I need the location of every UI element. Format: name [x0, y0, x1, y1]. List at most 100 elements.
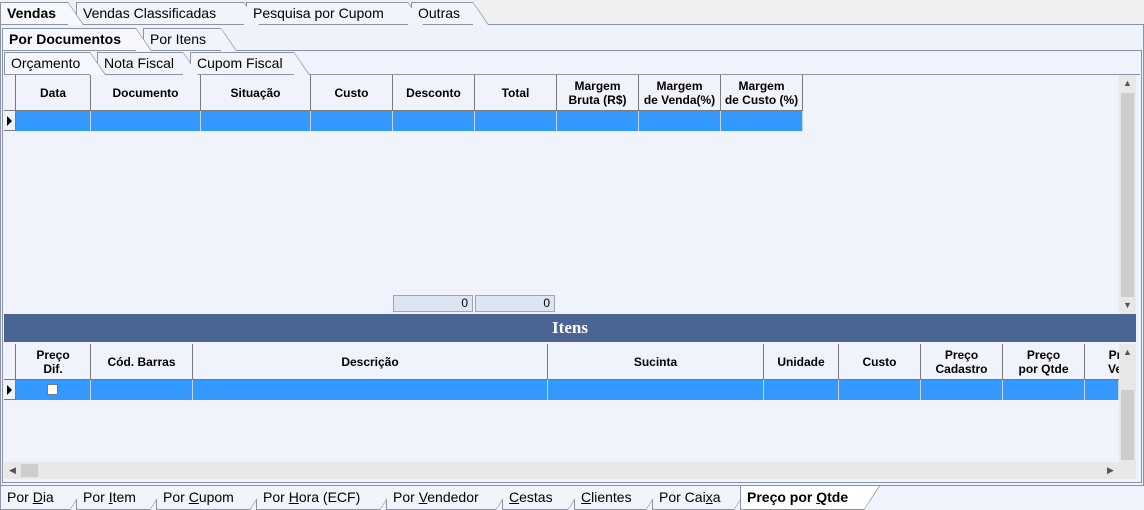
documents-grid: Data Documento Situação Custo Desconto T… — [4, 74, 1140, 315]
cell[interactable] — [201, 111, 311, 131]
tab-vendas-classificadas[interactable]: Vendas Classificadas — [76, 2, 260, 25]
tab-por-dia[interactable]: Por Dia — [0, 486, 86, 510]
header-text: Unidade — [777, 354, 825, 369]
header-text: Descrição — [341, 354, 399, 369]
tab-label: Por Documentos — [9, 31, 122, 47]
scroll-up-icon[interactable]: ▲ — [1123, 78, 1132, 88]
vertical-scrollbar[interactable]: ▲ ▼ — [1119, 75, 1136, 315]
cell[interactable] — [921, 380, 1003, 400]
tab-por-vendedor[interactable]: Por Vendedor — [386, 486, 512, 510]
header-text: Documento — [112, 85, 179, 100]
scroll-left-icon[interactable]: ◀ — [9, 465, 16, 475]
tab-por-cupom[interactable]: Por Cupom — [156, 486, 266, 510]
tab-outras[interactable]: Outras — [411, 2, 489, 25]
cell[interactable] — [557, 111, 639, 131]
scrollbar-thumb[interactable] — [21, 464, 38, 477]
scroll-up-icon[interactable]: ▲ — [1123, 347, 1132, 357]
header-text: Preço — [1026, 347, 1061, 362]
tab-clientes[interactable]: Clientes — [574, 486, 662, 510]
cell[interactable] — [16, 111, 91, 131]
tab-orcamento[interactable]: Orçamento — [4, 52, 106, 75]
header-text: Preço — [944, 347, 979, 362]
tab-label: lientes — [591, 489, 632, 505]
tab-label-accel: C — [188, 489, 199, 505]
tab-label: upom — [198, 489, 234, 505]
col-unidade[interactable]: Unidade — [764, 344, 839, 380]
tab-preco-por-qtde[interactable]: Preço por Qtde — [740, 486, 880, 510]
tab-por-hora-ecf[interactable]: Por Hora (ECF) — [256, 486, 396, 510]
tab-por-itens[interactable]: Por Itens — [143, 28, 237, 51]
total-desconto: 0 — [393, 295, 473, 312]
header-text: Sucinta — [633, 354, 678, 369]
cell[interactable] — [91, 111, 201, 131]
col-sucinta[interactable]: Sucinta — [548, 344, 764, 380]
cell[interactable] — [548, 380, 764, 400]
current-row-icon — [7, 385, 12, 395]
tab-label: ia — [42, 489, 54, 505]
header-text: Margem — [574, 78, 621, 93]
col-documento[interactable]: Documento — [91, 75, 201, 111]
tab-label: a — [712, 489, 721, 505]
col-descricao[interactable]: Descrição — [193, 344, 548, 380]
tab-pesquisa-por-cupom[interactable]: Pesquisa por Cupom — [246, 2, 424, 25]
col-desconto[interactable]: Desconto — [393, 75, 475, 111]
preco-dif-checkbox[interactable] — [47, 384, 58, 395]
tab-label: ora (ECF) — [298, 489, 361, 505]
header-text: Data — [39, 85, 66, 100]
tab-nota-fiscal[interactable]: Nota Fiscal — [97, 52, 199, 75]
tab-por-documentos[interactable]: Por Documentos — [2, 28, 152, 51]
cell[interactable] — [721, 111, 803, 131]
col-cod-barras[interactable]: Cód. Barras — [91, 344, 193, 380]
tab-cupom-fiscal[interactable]: Cupom Fiscal — [190, 52, 310, 75]
tab-por-item[interactable]: Por Item — [76, 486, 166, 510]
col-custo[interactable]: Custo — [839, 344, 921, 380]
header-text: Margem — [656, 78, 703, 93]
scroll-corner — [1119, 462, 1136, 479]
col-situacao[interactable]: Situação — [201, 75, 311, 111]
scroll-right-icon[interactable]: ▶ — [1107, 465, 1114, 475]
cell[interactable] — [193, 380, 548, 400]
header-text: Situação — [230, 85, 281, 100]
cell[interactable] — [311, 111, 393, 131]
cell[interactable] — [475, 111, 557, 131]
tab-label: Nota Fiscal — [104, 55, 175, 71]
table-row[interactable] — [16, 111, 803, 131]
tab-por-caixa[interactable]: Por Caixa — [652, 486, 750, 510]
table-row[interactable] — [16, 380, 1119, 400]
col-custo[interactable]: Custo — [311, 75, 393, 111]
col-data[interactable]: Data — [16, 75, 91, 111]
scrollbar-thumb[interactable] — [1121, 390, 1134, 460]
horizontal-scrollbar[interactable]: ◀ ▶ — [4, 462, 1119, 479]
row-pointer-icon[interactable] — [4, 380, 16, 400]
scrollbar-thumb[interactable] — [1121, 93, 1134, 297]
tab-vendas[interactable]: Vendas — [0, 2, 84, 25]
scroll-down-icon[interactable]: ▼ — [1123, 300, 1132, 310]
tab-cestas[interactable]: Cestas — [502, 486, 584, 510]
header-text: Dif. — [43, 361, 63, 376]
header-text: Preço — [36, 347, 70, 362]
cell[interactable] — [1085, 380, 1119, 400]
header-text: Pr — [1108, 347, 1119, 362]
col-total[interactable]: Total — [475, 75, 557, 111]
cell[interactable] — [764, 380, 839, 400]
cell[interactable] — [1003, 380, 1085, 400]
tab-label: Por — [83, 489, 109, 505]
tab-label-accel: I — [108, 489, 113, 505]
row-pointer-icon[interactable] — [4, 111, 16, 131]
cell[interactable] — [393, 111, 475, 131]
cell[interactable] — [91, 380, 193, 400]
tab-label: Por Itens — [150, 31, 207, 47]
header-text: Bruta (R$) — [568, 92, 627, 107]
cell[interactable] — [639, 111, 721, 131]
cell[interactable] — [839, 380, 921, 400]
col-preco-venda[interactable]: PrVe — [1085, 344, 1119, 380]
cell[interactable] — [16, 380, 91, 400]
vertical-scrollbar[interactable]: ▲ — [1119, 344, 1136, 462]
